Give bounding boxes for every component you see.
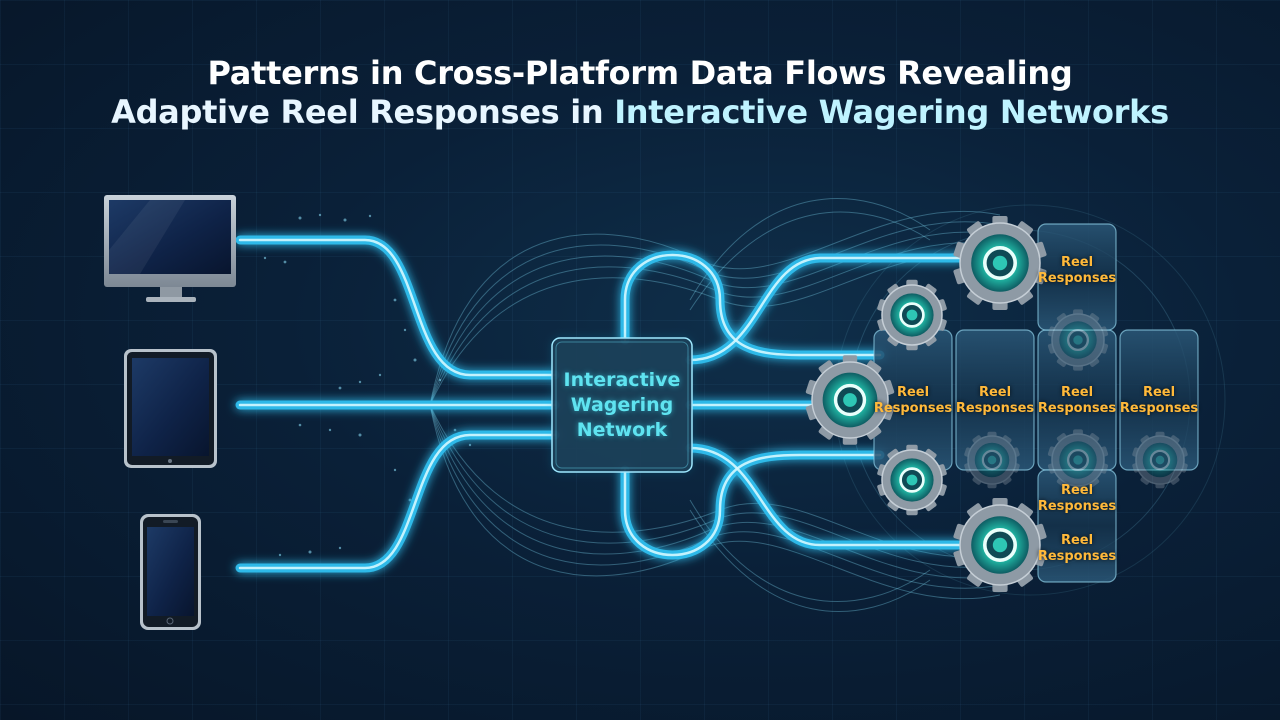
gear-icon bbox=[877, 279, 947, 351]
reel-label-line-1: Reel bbox=[1060, 385, 1094, 400]
gear-icon bbox=[1132, 431, 1188, 489]
reel-label-row-2: Reel Responses bbox=[953, 385, 1037, 417]
reel-label-line-2: Responses bbox=[873, 401, 953, 416]
data-flow-paths bbox=[235, 235, 965, 573]
page-title-line-2-part-2: Interactive Wagering Networks bbox=[614, 93, 1169, 131]
hub-label-line-1: Interactive bbox=[563, 368, 681, 391]
reel-panels bbox=[873, 223, 1199, 583]
reel-label-line-2: Responses bbox=[1037, 401, 1117, 416]
gear-icons bbox=[805, 215, 1188, 593]
reel-label-line-2: Responses bbox=[1037, 271, 1117, 286]
hub-label-line-2: Wagering bbox=[570, 393, 674, 416]
reel-label-line-2: Responses bbox=[955, 401, 1035, 416]
reel-label-line-1: Reel bbox=[1060, 483, 1094, 498]
reel-label-line-1: Reel bbox=[1060, 533, 1094, 548]
gear-icon bbox=[1047, 309, 1109, 371]
gear-icon bbox=[964, 431, 1020, 489]
hub-label: Interactive Wagering Network bbox=[552, 338, 692, 472]
page-title-line-2-part-1: Adaptive Reel Responses in bbox=[111, 93, 615, 131]
particle-dots bbox=[263, 213, 472, 557]
reel-label-line-2: Responses bbox=[1037, 499, 1117, 514]
reel-label-line-2: Responses bbox=[1119, 401, 1199, 416]
hub-label-line-3: Network bbox=[576, 418, 668, 441]
hub-box bbox=[551, 337, 693, 473]
reel-label-lower-2: Reel Responses bbox=[1035, 533, 1119, 565]
reel-label-line-2: Responses bbox=[1037, 549, 1117, 564]
reel-label-line-1: Reel bbox=[896, 385, 930, 400]
desktop-monitor-icon bbox=[104, 195, 236, 302]
gear-icon bbox=[953, 497, 1047, 593]
smartphone-icon bbox=[140, 514, 201, 630]
page-title-line-2: Adaptive Reel Responses in Interactive W… bbox=[0, 89, 1280, 135]
gear-icon bbox=[953, 215, 1047, 311]
reel-label-row-1: Reel Responses bbox=[871, 385, 955, 417]
reel-label-line-1: Reel bbox=[978, 385, 1012, 400]
gear-icon bbox=[805, 355, 895, 445]
page-title-line-1: Patterns in Cross-Platform Data Flows Re… bbox=[207, 54, 1073, 92]
gear-icon bbox=[877, 444, 947, 516]
reel-label-line-1: Reel bbox=[1060, 255, 1094, 270]
reel-label-line-1: Reel bbox=[1142, 385, 1176, 400]
gear-icon bbox=[1047, 429, 1109, 491]
tablet-icon bbox=[124, 349, 217, 468]
reel-label-lower-1: Reel Responses bbox=[1035, 483, 1119, 515]
reel-label-row-4: Reel Responses bbox=[1117, 385, 1201, 417]
reel-label-top: Reel Responses bbox=[1035, 255, 1119, 287]
reel-label-row-3: Reel Responses bbox=[1035, 385, 1119, 417]
